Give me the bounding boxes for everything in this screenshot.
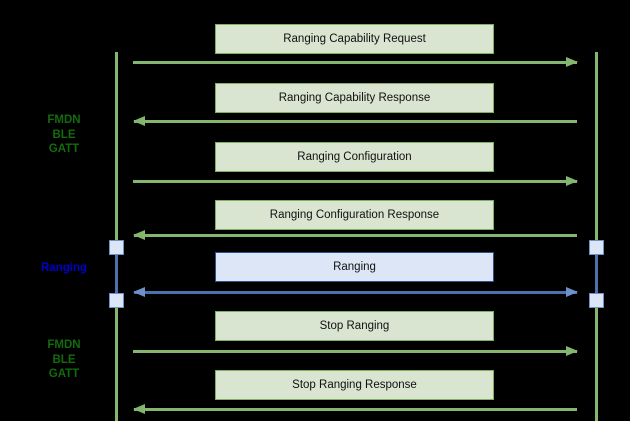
activation-box-left-end xyxy=(109,293,124,308)
activation-bar-right xyxy=(595,247,598,297)
message-arrow-ranging-capability-request xyxy=(133,57,578,68)
arrowhead-right-icon xyxy=(566,287,578,297)
message-box-stop-ranging: Stop Ranging xyxy=(215,311,494,341)
message-box-ranging-capability-response: Ranging Capability Response xyxy=(215,83,494,113)
arrow-shaft xyxy=(133,180,577,183)
message-arrow-ranging-configuration xyxy=(133,176,578,187)
activation-bar-left xyxy=(115,247,118,297)
phase-label-fmdn-ble-gatt-bottom: FMDN BLE GATT xyxy=(47,339,81,380)
arrow-shaft xyxy=(134,120,577,123)
arrow-shaft xyxy=(133,350,577,353)
activation-box-left-start xyxy=(109,240,124,255)
phase-label-ranging: Ranging xyxy=(41,262,87,274)
message-box-ranging-configuration: Ranging Configuration xyxy=(215,142,494,172)
message-box-stop-ranging-response: Stop Ranging Response xyxy=(215,370,494,400)
message-box-ranging: Ranging xyxy=(215,252,494,282)
arrow-shaft xyxy=(134,408,577,411)
arrowhead-left-icon xyxy=(133,116,145,126)
arrow-shaft xyxy=(133,61,577,64)
arrowhead-right-icon xyxy=(566,57,578,67)
arrowhead-left-icon xyxy=(133,287,145,297)
message-arrow-stop-ranging-response xyxy=(133,404,577,415)
activation-box-right-start xyxy=(589,240,604,255)
arrow-shaft xyxy=(134,234,577,237)
lifeline-right xyxy=(595,52,598,421)
arrowhead-right-icon xyxy=(566,346,578,356)
arrow-shaft xyxy=(134,291,577,294)
lifeline-left xyxy=(115,52,118,421)
message-arrow-ranging-bidirectional xyxy=(133,287,578,298)
message-box-ranging-configuration-response: Ranging Configuration Response xyxy=(215,200,494,230)
arrowhead-left-icon xyxy=(133,230,145,240)
phase-label-fmdn-ble-gatt-top: FMDN BLE GATT xyxy=(47,114,81,155)
message-arrow-ranging-configuration-response xyxy=(133,230,577,241)
message-box-ranging-capability-request: Ranging Capability Request xyxy=(215,24,494,54)
arrowhead-right-icon xyxy=(566,176,578,186)
arrowhead-left-icon xyxy=(133,404,145,414)
activation-box-right-end xyxy=(589,293,604,308)
message-arrow-ranging-capability-response xyxy=(133,116,577,127)
message-arrow-stop-ranging xyxy=(133,346,578,357)
